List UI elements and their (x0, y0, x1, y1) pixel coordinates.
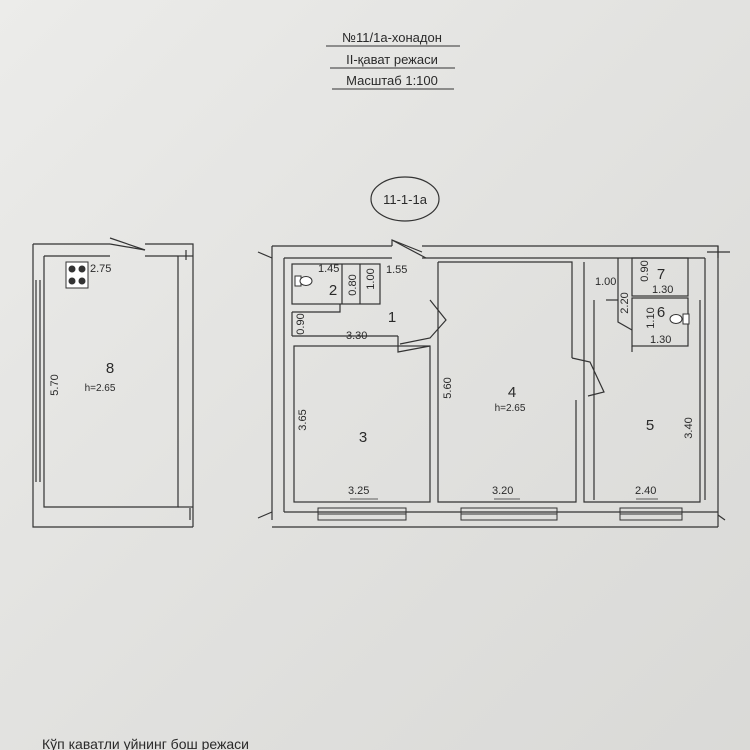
room-7-label: 7 (657, 266, 665, 283)
interior-walls (291, 257, 701, 503)
room-8-block (32, 237, 194, 528)
scale-label: Масштаб 1:100 (346, 73, 438, 88)
toilet-icon-6 (669, 313, 690, 325)
dimensions: 1.45 0.80 1.00 1.55 0.90 3.30 3.65 3.25 … (295, 260, 695, 500)
floor-label: II-қават режаси (346, 52, 438, 67)
plan-code-circle: 11-1-1а (370, 176, 440, 222)
dim-5-60: 5.60 (442, 377, 454, 398)
dim-2-40: 2.40 (635, 485, 656, 497)
dim-1-00-b: 1.00 (595, 276, 616, 288)
dim-3-20: 3.20 (492, 485, 513, 497)
room-8-label: 8 (106, 360, 114, 377)
room-4-label: 4 (508, 384, 516, 401)
room-1-label: 1 (388, 309, 396, 326)
dim-1-30-b: 1.30 (650, 334, 671, 346)
footer-caption: Кўп каватли уйнинг бош режаси (42, 736, 249, 750)
dim-1-10: 1.10 (645, 307, 657, 328)
dim-3-40: 3.40 (683, 417, 695, 438)
dim-0-90-b: 0.90 (639, 260, 651, 281)
apartment-number: №11/1а-хонадон (342, 30, 442, 45)
dim-1-00-a: 1.00 (365, 268, 377, 289)
room-6-label: 6 (657, 304, 665, 321)
dim-1-30-a: 1.30 (652, 284, 673, 296)
windows (317, 507, 683, 521)
dim-5-70: 5.70 (49, 374, 61, 395)
main-walls (257, 239, 730, 528)
dim-2-20: 2.20 (619, 292, 631, 313)
plan-code: 11-1-1а (383, 192, 428, 207)
room-3-label: 3 (359, 429, 367, 446)
dim-1-45: 1.45 (318, 263, 339, 275)
room-5-label: 5 (646, 417, 654, 434)
dim-3-30: 3.30 (346, 330, 367, 342)
toilet-icon-2 (294, 275, 313, 287)
title-block: №11/1а-хонадон II-қават режаси Масштаб 1… (326, 30, 460, 90)
room-4-height: h=2.65 (495, 403, 526, 414)
dim-3-65: 3.65 (297, 409, 309, 430)
dim-0-90-a: 0.90 (295, 313, 307, 334)
dim-2-75: 2.75 (90, 263, 111, 275)
stove-icon (65, 261, 89, 289)
dim-0-80: 0.80 (347, 274, 359, 295)
dim-1-55: 1.55 (386, 264, 407, 276)
dim-3-25: 3.25 (348, 485, 369, 497)
room-8-height: h=2.65 (85, 383, 116, 394)
room-2-label: 2 (329, 282, 337, 299)
